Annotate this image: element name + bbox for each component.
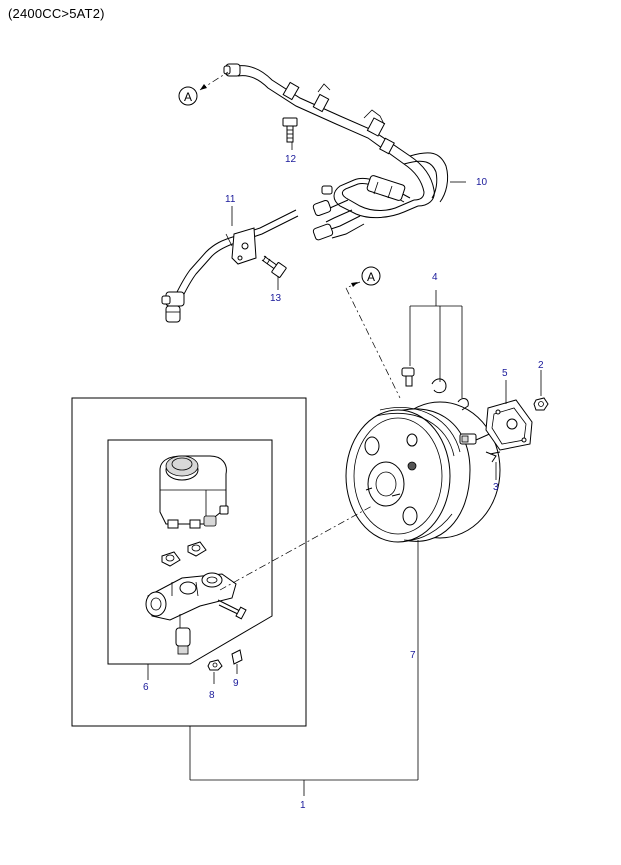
clip-4[interactable] (431, 378, 447, 394)
bolt-13[interactable] (261, 255, 287, 278)
leader-1 (189, 540, 419, 796)
vacuum-hose-assembly[interactable] (223, 63, 449, 241)
reference-letter-top: A (184, 90, 192, 104)
callout-4: 4 (432, 272, 438, 283)
callout-5: 5 (502, 368, 508, 379)
pin-3[interactable] (485, 451, 501, 480)
washer-9[interactable] (231, 649, 243, 674)
diagram-title: (2400CC>5AT2) (8, 6, 105, 21)
brake-fluid-reservoir[interactable] (159, 455, 229, 529)
reservoir-grommet-right[interactable] (187, 541, 207, 557)
clevis-pin-4[interactable] (401, 367, 415, 387)
bolt-12[interactable] (282, 117, 298, 143)
callout-11: 11 (225, 194, 236, 205)
callout-1: 1 (300, 800, 306, 811)
callout-6: 6 (143, 682, 149, 693)
callout-12: 12 (285, 154, 297, 165)
assembly-axis-line (219, 505, 373, 591)
callout-10: 10 (476, 177, 488, 188)
callout-3: 3 (493, 482, 499, 493)
master-cylinder-outer-box (71, 397, 307, 727)
reference-letter-lower: A (367, 270, 375, 284)
callout-2: 2 (538, 360, 544, 371)
leader-4 (409, 290, 463, 398)
callout-13: 13 (270, 293, 282, 304)
callout-7: 7 (410, 650, 416, 661)
master-cylinder-body[interactable] (145, 572, 237, 655)
reference-mark-a-top: A (178, 71, 229, 106)
callout-8: 8 (209, 690, 215, 701)
nut-2[interactable] (533, 370, 549, 411)
nut-8[interactable] (207, 659, 223, 684)
callout-9: 9 (233, 678, 239, 689)
vacuum-hose-11[interactable] (161, 209, 299, 323)
reference-mark-a-lower: A (345, 266, 401, 399)
brake-booster[interactable] (345, 401, 501, 543)
spring-clip-4[interactable] (457, 398, 469, 411)
gasket-5[interactable] (485, 380, 533, 451)
mounting-bolt[interactable] (217, 599, 247, 620)
reservoir-grommet-left[interactable] (161, 551, 181, 567)
master-cylinder-inner-box (107, 439, 273, 665)
